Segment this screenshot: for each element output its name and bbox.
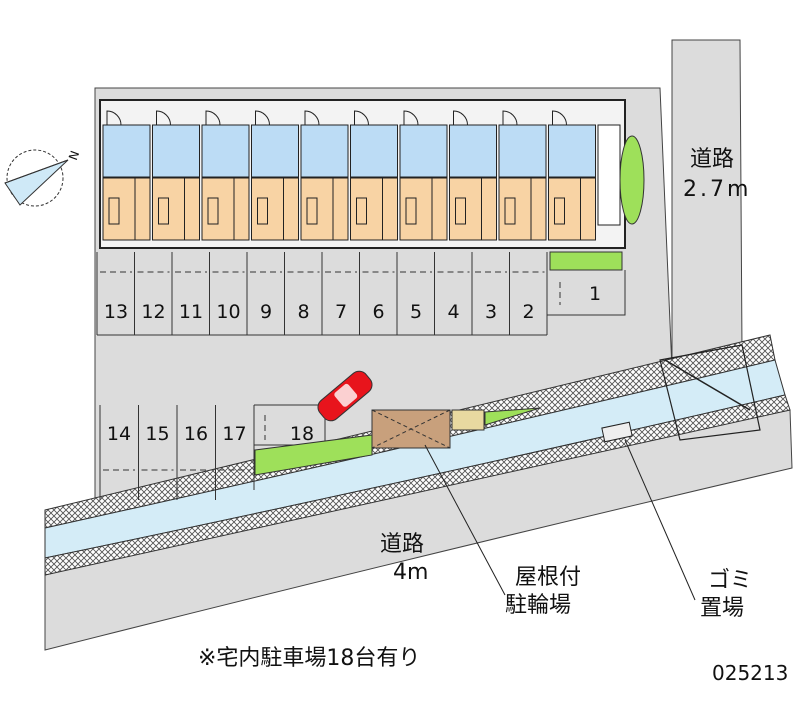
bridge-diagonal bbox=[664, 359, 751, 411]
bike-shed-label-1: 屋根付 bbox=[515, 565, 582, 590]
garbage-area bbox=[601, 421, 633, 443]
parking-number: 4 bbox=[447, 301, 459, 323]
planting-strip-2 bbox=[484, 407, 541, 426]
apartment-unit bbox=[399, 110, 448, 241]
parking-space-15: 15 bbox=[138, 405, 178, 500]
apartment-unit bbox=[201, 110, 250, 241]
hedge-corner bbox=[549, 251, 623, 271]
parking-number: 11 bbox=[179, 301, 203, 323]
apartment-unit bbox=[548, 110, 596, 241]
planting-strip bbox=[254, 434, 373, 476]
garbage-label-2: 置場 bbox=[700, 596, 745, 621]
parking-number: 14 bbox=[107, 423, 131, 445]
parking-number: 9 bbox=[260, 301, 272, 323]
parking-note: ※宅内駐車場18台有り bbox=[198, 646, 421, 671]
parking-number: 2 bbox=[522, 301, 534, 323]
parking-number: 15 bbox=[145, 423, 169, 445]
parking-number: 3 bbox=[485, 301, 497, 323]
road-right bbox=[671, 39, 743, 371]
shrubs bbox=[451, 409, 485, 431]
parking-space-18: 18 bbox=[254, 404, 326, 446]
apartment-unit bbox=[350, 110, 398, 241]
stairs bbox=[597, 124, 621, 226]
apartment-unit bbox=[498, 110, 547, 241]
parking-number: 18 bbox=[290, 423, 314, 445]
road-bottom-label: 道路 bbox=[380, 532, 425, 557]
parking-number: 5 bbox=[410, 301, 422, 323]
road-bottom-width: 4m bbox=[393, 560, 429, 585]
bike-shed-label-2: 駐輪場 bbox=[505, 593, 572, 618]
bridge bbox=[659, 344, 761, 441]
bike-shed-leader-line bbox=[424, 444, 506, 596]
road-right-label: 道路 bbox=[690, 147, 735, 172]
apartment-unit bbox=[449, 110, 497, 241]
parking-number: 13 bbox=[104, 301, 128, 323]
parking-number: 7 bbox=[335, 301, 347, 323]
parking-number: 17 bbox=[222, 423, 246, 445]
parking-number: 12 bbox=[141, 301, 165, 323]
parking-number: 16 bbox=[184, 423, 208, 445]
garbage-leader-line bbox=[624, 439, 696, 601]
car-icon bbox=[317, 370, 373, 422]
parking-number: 8 bbox=[297, 301, 309, 323]
north-compass-icon bbox=[4, 149, 69, 207]
hedge-right bbox=[619, 135, 645, 225]
garbage-label-1: ゴミ bbox=[708, 568, 753, 593]
apartment-unit bbox=[300, 110, 349, 241]
apartment-unit bbox=[251, 110, 299, 241]
north-label: N bbox=[66, 149, 82, 162]
parking-number: 6 bbox=[372, 301, 384, 323]
road-right-width: 2.7m bbox=[683, 177, 752, 202]
lower-bank bbox=[44, 394, 791, 576]
bike-shed-cross bbox=[371, 409, 451, 449]
parking-number: 10 bbox=[216, 301, 240, 323]
parking-space-2: 2 bbox=[509, 252, 548, 335]
apartment-unit bbox=[102, 110, 151, 241]
apartment-unit bbox=[152, 110, 200, 241]
parking-space-1: 1 bbox=[546, 270, 626, 316]
property-id: 025213 bbox=[712, 661, 789, 685]
parking-number: 1 bbox=[589, 283, 601, 305]
parking-space-17: 17 bbox=[215, 405, 255, 500]
